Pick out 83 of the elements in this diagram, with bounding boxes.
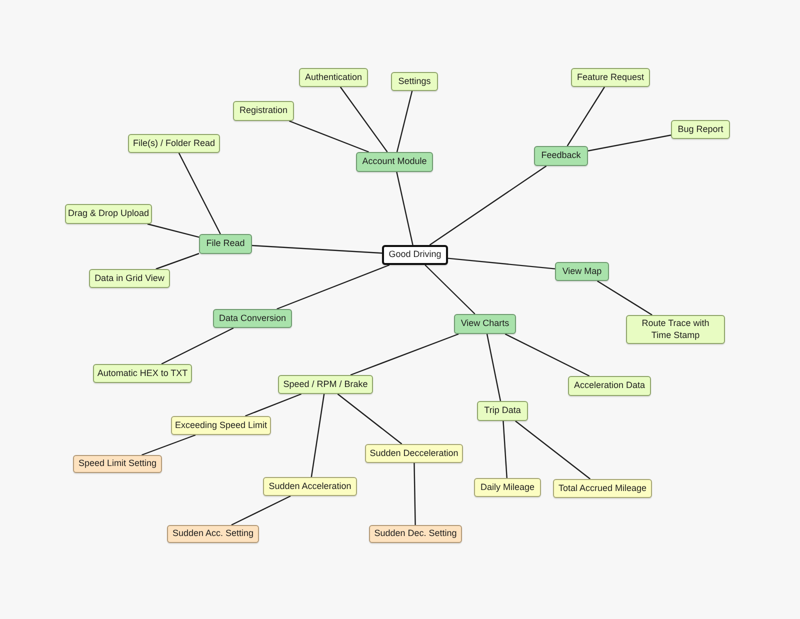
connector-line <box>231 495 291 526</box>
topic-box <box>167 525 259 543</box>
topic-box <box>213 309 292 328</box>
topic-label: Data Conversion <box>218 312 286 324</box>
topic-label: Drag & Drop Upload <box>68 208 150 220</box>
topic-label: Daily Mileage <box>480 482 535 494</box>
topic-box <box>365 444 463 463</box>
connector-line <box>588 134 672 152</box>
topic-label: Data in Grid View <box>94 272 164 284</box>
topic-box <box>171 416 271 435</box>
topic-label: Sudden Acceleration <box>268 480 352 492</box>
connector-line <box>515 420 591 480</box>
topic-box <box>477 401 528 421</box>
topic-box <box>626 315 725 344</box>
topic-box <box>671 120 730 139</box>
topic-label: Feedback <box>541 150 581 162</box>
topic-box <box>571 68 650 87</box>
topic-label: View Map <box>562 266 602 278</box>
topic-box <box>391 72 438 91</box>
topic-label: View Charts <box>460 318 510 330</box>
topic-label: Authentication <box>304 72 362 84</box>
connector-line <box>142 434 196 456</box>
topic-label: Sudden Acc. Setting <box>172 528 254 540</box>
topic-box <box>278 375 373 394</box>
connector-line <box>310 394 325 478</box>
topic-label: Settings <box>398 76 431 88</box>
topic-box <box>128 134 220 153</box>
connector-line <box>147 223 200 238</box>
topic-label: Speed Limit Setting <box>78 458 157 470</box>
topic-label: Trip Data <box>484 405 521 417</box>
topic-box <box>299 68 368 87</box>
topic-box <box>534 146 588 166</box>
connector-line <box>288 120 370 153</box>
connector-line <box>396 172 414 246</box>
topic-label: Speed / RPM / Brake <box>283 378 368 390</box>
topic-box <box>553 479 652 498</box>
connector-line <box>337 394 402 444</box>
topic-label: Bug Report <box>678 124 724 136</box>
connector-line <box>486 334 502 402</box>
connector-line <box>252 244 382 254</box>
topic-label: File(s) / Folder Read <box>132 138 216 150</box>
topic-box <box>65 204 152 224</box>
topic-label: Acceleration Data <box>574 380 646 392</box>
topic-box <box>263 477 357 496</box>
topic-box <box>454 314 516 334</box>
topic-label: Registration <box>239 105 288 117</box>
topic-box <box>73 455 162 473</box>
connector-line <box>161 327 234 365</box>
topic-box <box>199 234 252 254</box>
topic-label: Automatic HEX to TXT <box>97 368 188 380</box>
topic-box <box>555 262 609 281</box>
connector-line <box>350 333 459 376</box>
topic-box <box>93 364 192 383</box>
connector-line <box>429 166 547 246</box>
topic-label: Exceeding Speed Limit <box>174 420 268 432</box>
topic-label: Total Accrued Mileage <box>558 482 647 494</box>
topic-label: Feature Request <box>576 72 644 84</box>
topic-label: Good Driving <box>388 249 442 261</box>
topic-box <box>89 269 170 288</box>
topic-box <box>568 376 651 396</box>
central-topic-box <box>382 245 448 265</box>
topic-box <box>474 478 541 497</box>
connector-line <box>156 252 200 270</box>
connector-line <box>244 393 302 417</box>
topic-label: Sudden Decceleration <box>370 448 458 460</box>
topic-box <box>369 525 462 543</box>
connector-line <box>178 152 221 234</box>
connector-line <box>596 280 652 316</box>
topic-label: File Read <box>206 238 245 250</box>
topic-box <box>356 152 433 172</box>
topic-label: Sudden Dec. Setting <box>374 528 457 540</box>
connector-line <box>340 86 388 152</box>
connector-line <box>448 258 556 270</box>
topic-box <box>233 101 294 121</box>
topic-label: Route Trace with Time Stamp <box>640 318 710 342</box>
connector-line <box>396 90 413 152</box>
connector-line <box>566 86 605 146</box>
topic-label: Account Module <box>362 156 427 168</box>
connector-line <box>414 462 416 526</box>
connector-line <box>276 264 390 310</box>
connector-line <box>502 420 508 478</box>
connector-line <box>504 333 590 377</box>
connector-line <box>424 264 476 314</box>
